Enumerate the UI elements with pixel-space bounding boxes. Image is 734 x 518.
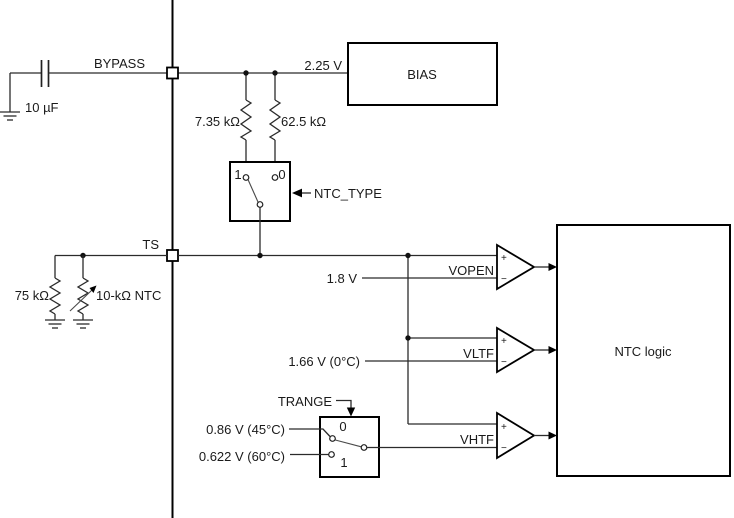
vltf-output-arrowhead [548, 346, 557, 354]
ntc-thermistor-symbol [69, 255, 97, 320]
bias-block [347, 42, 498, 106]
vopen-plus-mark: + [501, 253, 507, 264]
ntc-type-label: NTC_TYPE [314, 186, 382, 201]
resistor-75k [48, 255, 62, 320]
switch-common-terminal [256, 201, 264, 208]
junction-dot [257, 252, 263, 259]
junction-dot [272, 70, 278, 76]
switch-terminal [271, 174, 279, 181]
switch-common-terminal [360, 444, 368, 451]
vltf-minus-mark: − [501, 357, 507, 368]
resistor-7p35k-label: 7.35 kΩ [195, 114, 240, 129]
vopen-label: VOPEN [448, 263, 494, 278]
trange-ref0-label: 0.86 V (45°C) [206, 422, 285, 437]
vhtf-label: VHTF [460, 432, 494, 447]
ntc-logic-label: NTC logic [614, 344, 672, 359]
ground-symbol-75k [45, 319, 65, 329]
rail-voltage-label: 2.25 V [304, 58, 342, 73]
ntc-type-pos0-label: 0 [278, 167, 285, 182]
trange-ref0-wire [289, 428, 331, 437]
vopen-minus-mark: − [501, 274, 507, 285]
vltf-plus-mark: + [501, 336, 507, 347]
resistor-7p35k [239, 73, 253, 175]
ts-pin-square [166, 249, 179, 262]
bypass-pin-label: BYPASS [94, 56, 145, 71]
trange-label: TRANGE [278, 394, 333, 409]
bypass-pin-square [166, 66, 179, 80]
vltf-label: VLTF [463, 346, 494, 361]
ts-pin-label: TS [142, 237, 159, 252]
trange-pos1-label: 1 [340, 455, 347, 470]
trange-pos0-label: 0 [339, 419, 346, 434]
ground-symbol-bypass [0, 111, 20, 121]
switch-terminal [329, 435, 336, 442]
bias-block-label: BIAS [407, 67, 437, 82]
vopen-comparator [496, 243, 536, 291]
ntc-type-switch-lever [247, 179, 259, 203]
vopen-output-arrowhead [548, 263, 557, 271]
trange-ref1-label: 0.622 V (60°C) [199, 449, 285, 464]
vhtf-minus-mark: − [501, 443, 507, 454]
vopen-ref-label: 1.8 V [327, 271, 358, 286]
ntc-logic-block [556, 224, 731, 477]
switch-terminal [242, 174, 250, 181]
vhtf-comparator [496, 411, 536, 460]
switch-terminal [328, 451, 335, 458]
ntc-label: 10-kΩ NTC [96, 288, 161, 303]
junction-dot [405, 252, 411, 259]
trange-switch-lever [335, 439, 362, 448]
resistor-62p5k [268, 73, 282, 175]
ntc-type-pos1-label: 1 [234, 167, 241, 182]
bypass-net-wires [9, 60, 348, 112]
trange-pointer-arrow [336, 399, 356, 417]
vhtf-plus-mark: + [501, 422, 507, 433]
vltf-comparator [496, 326, 536, 374]
junction-dot [243, 70, 249, 76]
ntc-type-pointer-arrow [292, 188, 311, 198]
vhtf-output-arrowhead [548, 431, 557, 440]
vltf-ref-label: 1.66 V (0°C) [288, 354, 360, 369]
resistor-75k-label: 75 kΩ [15, 288, 50, 303]
resistor-62p5k-label: 62.5 kΩ [281, 114, 326, 129]
capacitor-value-label: 10 µF [25, 100, 59, 115]
junction-dot [405, 335, 411, 341]
ground-symbol-ntc [73, 319, 93, 329]
